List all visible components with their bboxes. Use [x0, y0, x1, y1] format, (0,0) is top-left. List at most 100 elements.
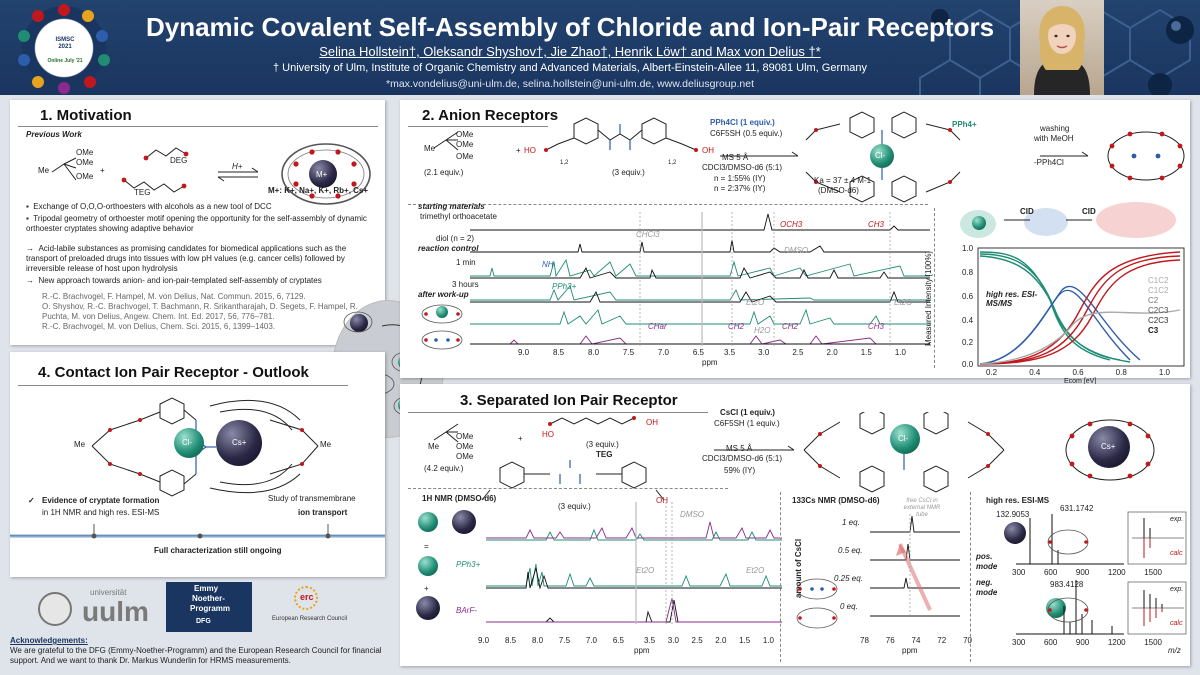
chloride-sphere — [418, 556, 438, 576]
full-characterization-text: Full characterization still ongoing — [154, 546, 282, 555]
anion-title: 2. Anion Receptors — [422, 107, 559, 124]
motivation-arrow-point: → Acid-labile substances as promising ca… — [26, 244, 347, 273]
logo-bead — [98, 54, 110, 66]
washing-text: -PPh4Cl — [1034, 158, 1064, 167]
nmr-tick: 6.5 — [692, 348, 704, 357]
legend-c1c2-b: C1C2 — [1148, 286, 1169, 295]
ms-tick: 600 — [1043, 638, 1058, 647]
nmr-tick: 2.5 — [792, 348, 804, 357]
cesium-sphere — [416, 596, 440, 620]
ms-tick: 600 — [1043, 568, 1058, 577]
nmr-spectra-stack — [470, 212, 930, 346]
och3-label: OCH3 — [780, 220, 803, 229]
eq-label: 0.5 eq. — [838, 546, 863, 555]
noether-label: Noether- — [192, 594, 225, 603]
oh-label: OH — [646, 418, 658, 427]
washing-text: with MeOH — [1034, 134, 1074, 143]
nmr-tick: 3.5 — [644, 636, 656, 645]
esi-axis-neg: 300 600 900 1200 1500 — [1012, 638, 1162, 647]
nmr-axis-left: 9.0 8.5 8.0 7.5 7.0 6.5 — [518, 348, 704, 357]
cs-tick: 72 — [937, 636, 947, 645]
nmr-tick: 1.0 — [894, 348, 906, 357]
plus-sign: + — [516, 146, 521, 155]
me-label: Me — [424, 144, 436, 153]
chloride-label: Cl- — [898, 434, 909, 443]
h-nmr-title: 1H NMR (DMSO-d6) — [422, 494, 497, 503]
nmr-tick: 2.5 — [691, 636, 703, 645]
ms-tick: 1500 — [1144, 638, 1162, 647]
oh-label: OH — [656, 496, 668, 505]
ms-xtick: 0.6 — [1072, 368, 1084, 377]
erc-logo: erc — [300, 592, 314, 602]
acknowledgements-title: Acknowledgements: — [10, 636, 88, 645]
cesium-label: Cs+ — [1101, 442, 1116, 451]
nmr-tick: 9.0 — [478, 636, 490, 645]
chloride-label: Cl- — [182, 438, 193, 447]
ms-ytick: 0.2 — [962, 338, 974, 347]
pos-mode-label: pos. mode — [976, 552, 998, 571]
chloride-sphere — [870, 144, 894, 168]
previous-work-label: Previous Work — [26, 130, 82, 139]
contact-ion-pair-receptor-structure — [91, 397, 319, 497]
nmr-trace-label: 1 min — [456, 258, 476, 267]
ms-method-label: high res. ESI-MS/MS — [986, 290, 1038, 308]
ms-xaxis: 0.2 0.4 0.6 0.8 1.0 — [986, 368, 1170, 377]
ome-label: OMe — [456, 130, 474, 139]
orthoester-equiv: (4.2 equiv.) — [424, 464, 464, 473]
poster-emails: *max.vondelius@uni-ulm.de, selina.hollst… — [385, 78, 754, 90]
cid-label: CID — [1020, 207, 1034, 216]
ms-tick: 1200 — [1107, 568, 1126, 577]
motivation-bullet: ▪ Tripodal geometry of orthoester motif … — [26, 214, 367, 233]
nmr-tick: 8.5 — [504, 636, 517, 645]
cs-tick: 76 — [885, 636, 895, 645]
oh-label: OH — [702, 146, 714, 155]
check-icon: ✓ — [28, 496, 35, 505]
cid-label: CID — [1082, 207, 1096, 216]
ppm-label: ppm — [902, 646, 918, 655]
divider — [780, 492, 781, 662]
me-label: Me — [38, 166, 50, 175]
calc-label: calc — [1170, 620, 1183, 627]
pph3-label: PPh3+ — [552, 282, 577, 291]
metal-cation-sphere — [309, 160, 337, 188]
legend-c2c3: C2C3 — [1148, 306, 1169, 315]
ome-label: OMe — [456, 152, 474, 161]
yield-1: n = 1:55% (IY) — [714, 174, 766, 183]
h-nmr-spectra — [486, 502, 782, 624]
nmr-tick: 9.0 — [518, 348, 530, 357]
emmy-noether-logo: Emmy Noether- Programm DFG — [166, 582, 252, 632]
chloride-sphere — [1046, 598, 1066, 618]
anion-receptors-panel: 2. Anion Receptors OMe OMe — [400, 100, 1190, 385]
legend-c2: C2 — [1148, 296, 1159, 305]
nmr-tick: 7.0 — [657, 348, 669, 357]
study-text: Study of transmembrane — [268, 494, 356, 503]
me-label: Me — [320, 440, 332, 449]
exp-label: exp. — [1170, 586, 1184, 593]
chloride-sphere — [890, 424, 920, 454]
erc-stars-icon — [294, 586, 318, 610]
reagent-2: C6F5SH (1 equiv.) — [714, 419, 780, 428]
nmr-tick: 1.5 — [739, 636, 751, 645]
char-label: CHar — [648, 322, 667, 331]
deg-label: DEG — [170, 156, 188, 165]
motivation-bullet: ▪ Exchange of O,O,O-orthoesters with alc… — [26, 202, 272, 211]
yield-2: n = 2:37% (IY) — [714, 184, 766, 193]
motivation-arrow-point: → New approach towards anion- and ion-pa… — [26, 276, 322, 285]
logo-text: ISMSC 2021 — [55, 37, 75, 50]
et2o-label: Et2O — [636, 566, 655, 575]
neg-mode-label: neg. mode — [976, 578, 998, 597]
teg-label: TEG — [596, 450, 613, 459]
reagent-4: CDCl3/DMSO-d6 (5:1) — [702, 454, 783, 463]
footer-logos: universität uulm Emmy Noether- Programm … — [10, 582, 385, 634]
eq-label: 0.25 eq. — [834, 574, 863, 583]
nmr-axis-right: 3.5 3.0 2.5 2.0 1.5 1.0 — [724, 348, 906, 357]
nmr-tick: 2.0 — [715, 636, 727, 645]
ms-ylabel: Measured Intensity [100%] — [924, 251, 933, 346]
cs-tick: 74 — [911, 636, 921, 645]
divider — [18, 385, 348, 386]
pph4-label: PPh4+ — [952, 120, 977, 129]
ms-tick: 300 — [1012, 568, 1026, 577]
teg-equiv: (3 equiv.) — [586, 440, 619, 449]
nmr-trace-label: diol (n = 2) — [436, 234, 475, 243]
cryptate-states-icon — [421, 304, 463, 350]
